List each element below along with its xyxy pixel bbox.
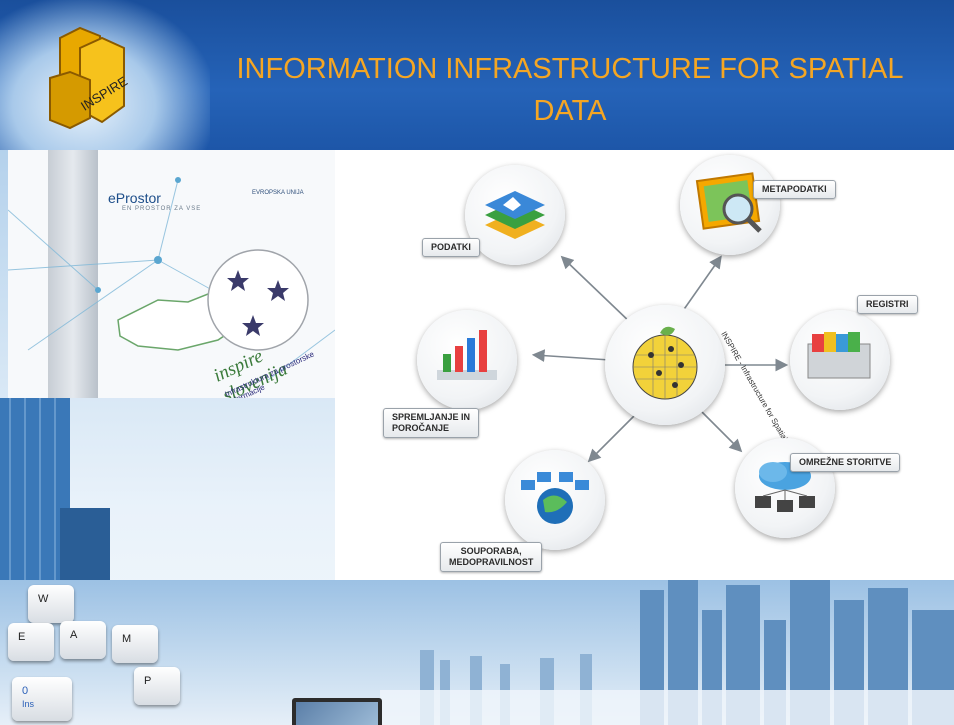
globe-devices-icon: [521, 472, 589, 524]
inspire-slovenija-panel: eProstor EN PROSTOR ZA VSE EVROPSKA UNIJ…: [8, 150, 335, 398]
building-left-decoration: [0, 398, 110, 588]
key-label: W: [38, 593, 49, 605]
header-band: INSPIRE INFORMATION INFRASTRUCTURE FOR S…: [0, 0, 954, 150]
spremljanje-label-line1: SPREMLJANJE IN: [392, 412, 471, 422]
bottom-background: [0, 580, 954, 725]
key-label: M: [122, 633, 132, 645]
diagram-arrows: [531, 255, 789, 463]
keyboard-decoration: W E A M P 0 Ins: [8, 585, 180, 725]
spremljanje-label-line2: POROČANJE: [392, 423, 450, 433]
inspire-diagram: INSPIRE - Infrastructure for Spatial Inf…: [335, 150, 954, 580]
registri-label: REGISTRI: [857, 295, 918, 314]
key-w: W: [28, 585, 74, 623]
key-label: P: [144, 675, 152, 687]
bar-chart-icon: [437, 330, 497, 380]
key-a: A: [60, 621, 106, 659]
laptop-screen: [296, 702, 378, 725]
key-e: E: [8, 623, 54, 661]
souporaba-label-line1: SOUPORABA,: [460, 546, 522, 556]
key-label: E: [18, 631, 26, 643]
inspire-logo-icon: [49, 26, 125, 130]
eu-text: EVROPSKA UNIJA: [252, 190, 304, 196]
laptop-decoration: [292, 698, 382, 725]
souporaba-label-line2: MEDOPRAVILNOST: [449, 557, 534, 567]
souporaba-node[interactable]: [505, 450, 605, 550]
key-p: P: [134, 667, 180, 705]
metapodatki-label: METAPODATKI: [753, 180, 836, 199]
city-skyline: [380, 580, 954, 725]
key-m: M: [112, 625, 158, 663]
center-inspire-node: [605, 305, 725, 425]
key-label: 0: [22, 685, 29, 697]
map-layers-icon: [485, 191, 545, 239]
registri-node[interactable]: [790, 310, 890, 410]
inspire-globe-icon: [632, 326, 698, 400]
file-cabinet-icon: [807, 332, 871, 379]
spremljanje-node[interactable]: [417, 310, 517, 410]
souporaba-label: SOUPORABA, MEDOPRAVILNOST: [440, 542, 543, 572]
page-title: INFORMATION INFRASTRUCTURE FOR SPATIAL D…: [236, 53, 904, 127]
picture-magnifier-icon: [695, 172, 762, 233]
podatki-label: PODATKI: [422, 238, 480, 257]
pillar-decoration: [48, 150, 98, 398]
eprostor-subtitle: EN PROSTOR ZA VSE: [122, 206, 202, 212]
spremljanje-label: SPREMLJANJE IN POROČANJE: [383, 408, 480, 438]
key-label: A: [70, 629, 78, 641]
podatki-node[interactable]: [465, 165, 565, 265]
omrezne-storitve-label: OMREŽNE STORITVE: [790, 453, 901, 472]
metapodatki-node[interactable]: [680, 155, 780, 255]
eprostor-logo-text: eProstor: [108, 190, 161, 206]
key-0-ins: 0 Ins: [12, 677, 72, 721]
network-lines: [8, 177, 335, 381]
key-sublabel: Ins: [22, 699, 35, 709]
